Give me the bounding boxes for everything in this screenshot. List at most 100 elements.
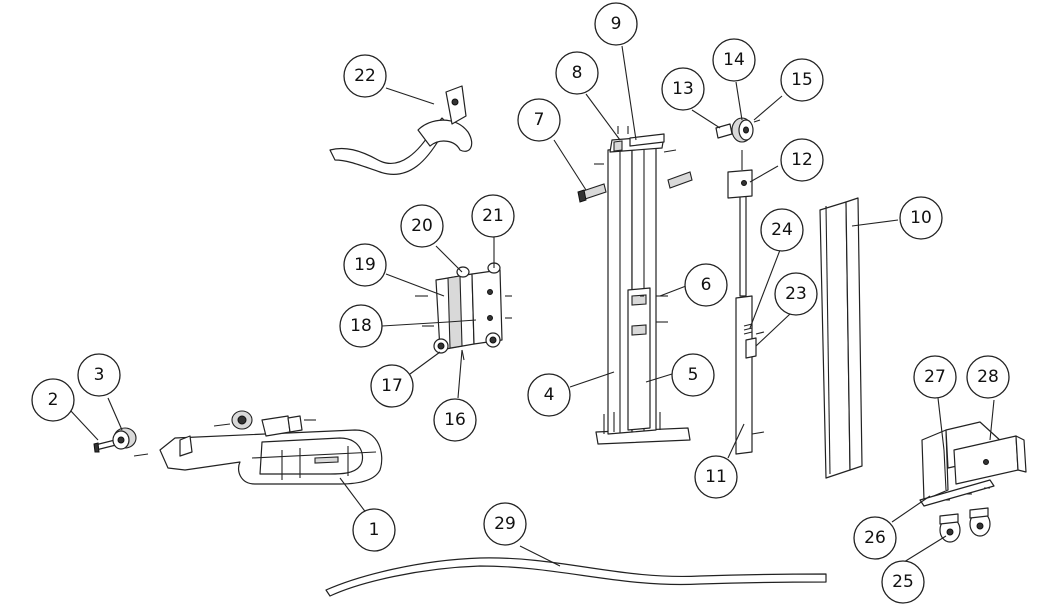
part-26-bracket-plate: [943, 449, 947, 491]
part-28-battery-box: [944, 435, 1027, 501]
callout-29: 29: [483, 502, 527, 546]
svg-text:13: 13: [672, 79, 694, 99]
callout-11: 11: [694, 455, 738, 499]
part-1-base-frame: [159, 410, 383, 485]
callout-28: 28: [966, 355, 1010, 399]
leader-27: [937, 397, 945, 451]
svg-text:4: 4: [544, 385, 555, 405]
leader-1: [339, 477, 368, 515]
svg-text:1: 1: [369, 520, 380, 540]
part-29-strip: [325, 557, 827, 597]
svg-text:5: 5: [688, 365, 699, 385]
svg-text:28: 28: [977, 367, 999, 387]
svg-text:6: 6: [701, 275, 712, 295]
leader-19: [385, 273, 445, 297]
leader-16: [457, 349, 463, 399]
leader-14: [735, 81, 743, 121]
part-11-lower-tube: [735, 295, 765, 455]
part-3-roller: [112, 427, 149, 457]
leader-20: [435, 245, 463, 273]
leader-29: [519, 545, 561, 567]
svg-text:7: 7: [534, 110, 545, 130]
svg-text:20: 20: [411, 216, 433, 236]
svg-text:16: 16: [444, 410, 466, 430]
callout-4: 4: [527, 373, 571, 417]
svg-text:26: 26: [864, 528, 886, 548]
svg-text:10: 10: [910, 208, 932, 228]
callout-20: 20: [400, 204, 444, 248]
callout-7: 7: [517, 98, 561, 142]
leader-28: [989, 399, 995, 441]
callout-5: 5: [671, 353, 715, 397]
part-24-spring: [743, 323, 753, 335]
leader-2: [69, 409, 99, 441]
svg-text:23: 23: [785, 284, 807, 304]
callout-10: 10: [899, 196, 943, 240]
leader-26: [891, 495, 931, 523]
part-13-pin: [715, 123, 733, 139]
callout-8: 8: [555, 51, 599, 95]
svg-text:29: 29: [494, 514, 516, 534]
callout-3: 3: [77, 353, 121, 397]
callout-9: 9: [594, 2, 638, 46]
callout-25: 25: [881, 560, 925, 604]
callout-6: 6: [684, 263, 728, 307]
svg-text:21: 21: [482, 206, 504, 226]
part-23-pin-clip: [745, 331, 765, 359]
part-7-grips: [577, 149, 693, 203]
svg-text:12: 12: [791, 150, 813, 170]
svg-text:15: 15: [791, 70, 813, 90]
svg-text:25: 25: [892, 572, 914, 592]
part-25-casters: [939, 507, 991, 543]
svg-text:14: 14: [723, 50, 745, 70]
leader-3: [107, 397, 123, 431]
callout-2: 2: [31, 378, 75, 422]
part-14-wheel: [731, 117, 754, 143]
part-16-21-carriage: [415, 262, 512, 361]
callouts: 1 2 3 4 5 6 7 8 9 10 11 12 13 14 15 16 1…: [31, 2, 1010, 604]
part-5-inner-rail: [627, 287, 651, 431]
part-15-nut: [753, 119, 761, 123]
leader-24: [749, 249, 781, 329]
leader-25: [903, 535, 947, 563]
svg-text:22: 22: [354, 66, 376, 86]
leader-13: [691, 109, 721, 129]
callout-24: 24: [760, 208, 804, 252]
svg-text:3: 3: [94, 365, 105, 385]
svg-text:11: 11: [705, 467, 727, 487]
callout-23: 23: [774, 272, 818, 316]
svg-text:27: 27: [924, 367, 946, 387]
leader-15: [753, 95, 783, 121]
leader-lines: [69, 45, 995, 567]
svg-text:18: 18: [350, 316, 372, 336]
leader-8: [585, 93, 621, 141]
leader-11: [727, 423, 745, 459]
part-9-cap: [629, 133, 665, 147]
leader-9: [621, 45, 637, 141]
part-10-cover: [819, 197, 863, 479]
callout-15: 15: [780, 58, 824, 102]
callout-17: 17: [370, 364, 414, 408]
leader-23: [755, 313, 791, 347]
callout-21: 21: [471, 194, 515, 238]
svg-text:24: 24: [771, 220, 793, 240]
svg-text:8: 8: [572, 63, 583, 83]
svg-text:19: 19: [354, 255, 376, 275]
svg-text:2: 2: [48, 390, 59, 410]
leader-6: [659, 285, 687, 297]
leader-12: [749, 165, 779, 183]
callout-13: 13: [661, 67, 705, 111]
svg-text:9: 9: [611, 14, 622, 34]
svg-text:17: 17: [381, 376, 403, 396]
callout-1: 1: [352, 508, 396, 552]
callout-14: 14: [712, 38, 756, 82]
callout-27: 27: [913, 355, 957, 399]
leader-7: [553, 139, 587, 191]
part-12-tube-head: [727, 150, 753, 297]
part-22-handle: [329, 85, 473, 175]
leader-18: [381, 321, 449, 327]
leader-17: [409, 351, 441, 375]
callout-12: 12: [780, 138, 824, 182]
callout-18: 18: [339, 304, 383, 348]
